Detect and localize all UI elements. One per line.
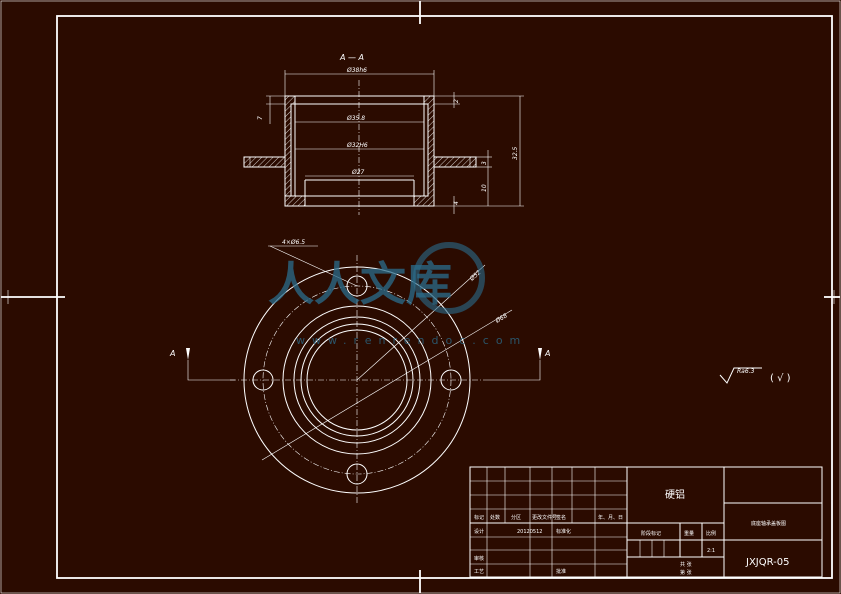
tb-approve: 批准 [556,568,566,575]
section-outline [243,80,477,215]
tb-designer: 设计 [474,528,484,535]
dim-hole-callout: 4×Ø6.5 [282,239,305,246]
tb-process: 工艺 [474,569,484,575]
section-view: A — A [243,53,524,215]
section-title: A — A [339,53,364,62]
dim-flange-thickness: 3 [481,161,488,165]
surface-finish-value: Ra6.3 [737,368,755,375]
section-hatch [243,95,477,207]
watermark-sub: www.renrendoc.com [296,334,527,347]
dim-flange-diameter: Ø68 [494,312,509,325]
tb-date-label: 年、月、日 [598,514,623,521]
tb-part-name: 硬铝 [665,489,685,501]
tb-drawing-number: JXJQR-05 [745,557,790,568]
tb-weight: 重量 [684,530,694,537]
marker-right-label: A [544,349,550,358]
tb-scale: 2:1 [707,548,715,554]
dim-top-step: 2 [453,99,460,103]
tb-ratio: 比例 [706,530,716,537]
tb-count: 处数 [490,514,500,521]
surface-finish-bracket: ( √ ) [770,373,791,384]
surface-finish: Ra6.3 ( √ ) [719,367,791,384]
dim-bottom-step: 4 [453,201,460,205]
revision-grid [470,467,627,577]
tb-sign: 签名 [556,514,566,521]
tb-date: 20120512 [517,529,542,535]
title-block: 标记 处数 分区 更改文件号 签名 年、月、日 设计 20120512 标准化 … [469,466,823,578]
marker-left-label: A [169,349,175,358]
section-dimensions: Ø38h6 Ø35.8 Ø32H6 Ø27 7 2 3 10 32 [257,67,524,214]
tb-sheet-no: 第 张 [680,569,692,576]
dim-inner-bottom: Ø27 [351,169,365,176]
tb-mark: 标记 [474,514,484,521]
tb-check: 审核 [474,555,484,562]
tb-zone: 分区 [511,514,521,521]
dim-inner-mid: Ø32H6 [346,142,368,149]
dim-top-left: 7 [257,116,264,120]
watermark: 人人文库 www.renrendoc.com [268,242,527,347]
tb-standard: 标准化 [556,528,571,535]
dim-lower-height: 10 [481,184,488,192]
tb-change-no: 更改文件号 [532,514,557,521]
dim-total-height: 32.5 [512,146,519,160]
tb-stage: 阶段标记 [641,530,661,537]
dim-inner-top: Ø35.8 [346,115,365,122]
section-cut-markers: A A [169,348,550,381]
dim-outer-diameter: Ø38h6 [346,67,367,74]
tb-drawing-title: 底座轴承盖板图 [751,520,786,527]
plan-view: 4×Ø6.5 Ø52 Ø68 A A [169,239,550,505]
tb-sheet: 共 张 [680,561,692,568]
watermark-main: 人人文库 [268,257,452,311]
